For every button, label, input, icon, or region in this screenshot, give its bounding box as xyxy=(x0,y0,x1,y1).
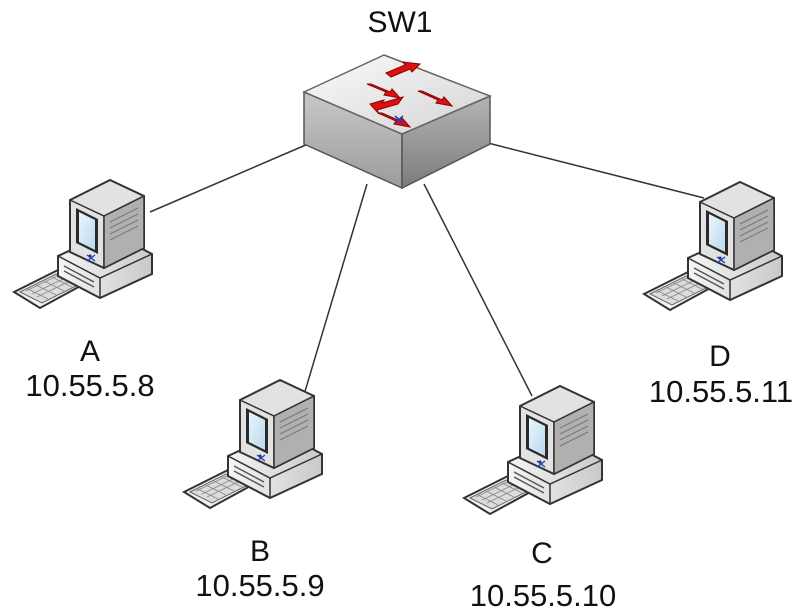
host-a-name: A xyxy=(79,335,100,368)
workstation-icon xyxy=(643,181,783,311)
host-d-ip: 10.55.5.11 xyxy=(648,374,794,409)
link-sw1-b xyxy=(302,183,368,399)
host-b-ip: 10.55.5.9 xyxy=(195,568,325,603)
link-sw1-a xyxy=(149,143,309,213)
switch-arrows xyxy=(366,61,454,128)
workstation-icon xyxy=(13,179,153,309)
host-d-name: D xyxy=(709,340,731,373)
host-b xyxy=(183,379,323,509)
host-b-name: B xyxy=(249,535,270,568)
switch-label: SW1 xyxy=(367,6,433,39)
host-c-name: C xyxy=(531,537,553,570)
workstation-icon xyxy=(463,385,603,515)
network-switch-icon xyxy=(302,54,492,190)
links xyxy=(149,142,705,399)
link-sw1-c xyxy=(423,183,533,397)
link-sw1-d xyxy=(487,142,705,199)
host-d xyxy=(643,181,783,311)
host-a-ip: 10.55.5.8 xyxy=(25,368,155,403)
host-c xyxy=(463,385,603,515)
workstation-icon xyxy=(183,379,323,509)
host-c-ip: 10.55.5.10 xyxy=(469,578,617,613)
host-a xyxy=(13,179,153,309)
